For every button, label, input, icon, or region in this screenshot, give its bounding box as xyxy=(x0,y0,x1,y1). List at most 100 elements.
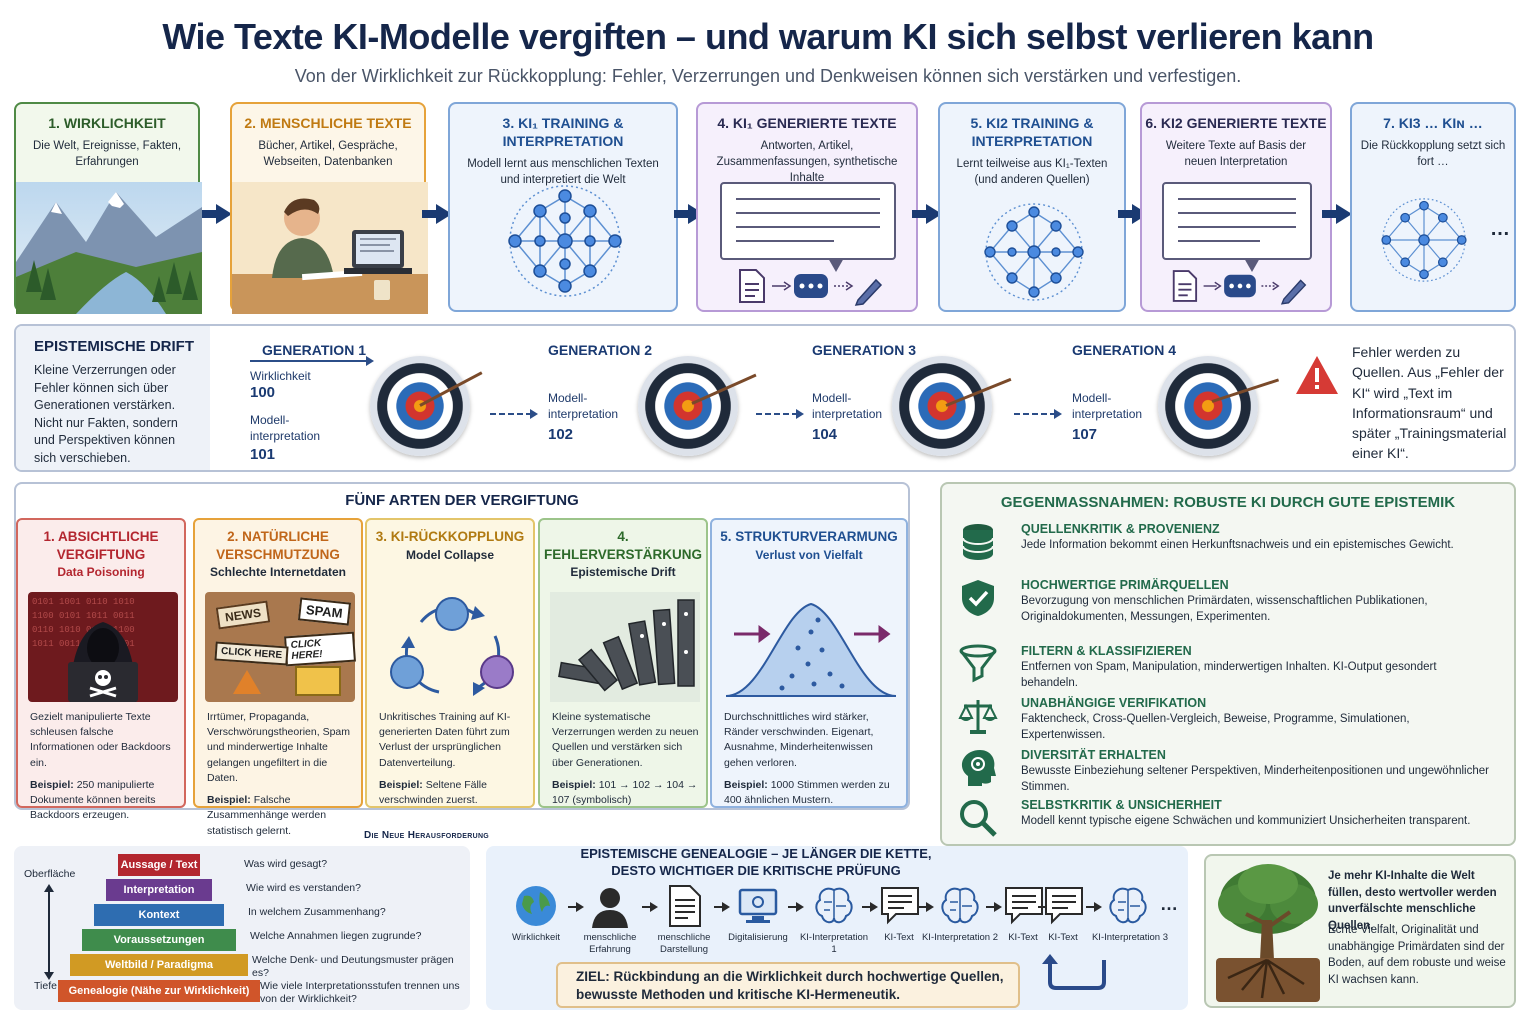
card-subtitle: Verlust von Vielfalt xyxy=(755,547,863,562)
tree-text: Echte Vielfalt, Originalität und unabhän… xyxy=(1328,924,1506,987)
pyramid-question: Wie viele Interpretationsstufen trennen … xyxy=(260,980,460,1006)
card-title: 3. KI-RÜCKKOPPLUNG xyxy=(375,529,525,544)
chain-step-text: Lernt teilweise aus KI₁-Texten (und ande… xyxy=(956,158,1108,187)
click-here-badge: CLICK HERE! xyxy=(284,631,356,667)
generation-4-model-value: 107 xyxy=(1072,426,1098,443)
poisoning-card-natural: 2. NATÜRLICHE VERSCHMUTZUNG Schlechte In… xyxy=(193,518,363,837)
poisoning-types-title: FÜNF ARTEN DER VERGIFTUNG xyxy=(345,492,579,509)
bell-curve-icon xyxy=(725,602,897,697)
goal-text: Rückbindung an die Wirklichkeit durch ho… xyxy=(576,969,1004,1003)
page-title: Wie Texte KI-Modelle vergiften – und war… xyxy=(162,16,1374,57)
news-badge: NEWS xyxy=(215,600,271,630)
card-description: Durchschnittliches wird stärker, Ränder … xyxy=(724,710,898,808)
generation-4-model-label: Modell-interpretation xyxy=(1072,391,1143,422)
shield-check-icon xyxy=(962,580,994,616)
new-challenge-heading: Die Neue Herausforderung xyxy=(364,830,490,841)
chain-step-ai1-texts: 4. KI₁ GENERIERTE TEXTE Antworten, Artik… xyxy=(696,102,918,312)
chain-arrow xyxy=(1322,204,1352,224)
pyramid-question: Welche Denk- und Deutungsmuster prägen e… xyxy=(252,954,454,980)
pyramid-layer: Kontext xyxy=(94,904,224,926)
drift-title: EPISTEMISCHE DRIFT xyxy=(34,338,195,355)
countermeasure-title: QUELLENKRITIK & PROVENIENZ xyxy=(1021,522,1220,536)
chain-step-ai2-texts: 6. KI2 GENERIERTE TEXTE Weitere Texte au… xyxy=(1140,102,1332,312)
countermeasure-text: Bewusste Einbeziehung seltener Perspekti… xyxy=(1021,765,1489,793)
tree-icon xyxy=(1216,864,1320,1002)
card-description: Unkritisches Training auf KI-generierten… xyxy=(379,710,529,808)
drift-intro xyxy=(16,326,210,470)
click-here-badge: CLICK HERE xyxy=(214,641,289,666)
neural-network-icon xyxy=(1381,198,1467,282)
card-description: Gezielt manipulierte Texte schleusen fal… xyxy=(30,710,180,824)
chain-step-text: Bücher, Artikel, Gespräche, Webseiten, D… xyxy=(258,140,398,169)
countermeasure-text: Faktencheck, Cross-Quellen-Vergleich, Be… xyxy=(1021,713,1410,741)
depth-axis-down-arrowhead xyxy=(44,972,54,980)
chain-arrow xyxy=(202,204,232,224)
generation-3-model-label: Modell-interpretation xyxy=(812,391,883,422)
chain-step-ai2-training: 5. KI2 TRAINING & INTERPRETATION Lernt t… xyxy=(938,102,1126,312)
genealogy-arrow xyxy=(1086,902,1102,912)
person-icon xyxy=(592,888,628,928)
neural-network-icon xyxy=(508,185,622,297)
card-example: Beispiel: 1000 Stimmen werden zu 400 ähn… xyxy=(724,778,898,808)
ellipsis: … xyxy=(1490,218,1510,240)
card-example-label: Beispiel: xyxy=(379,778,423,791)
countermeasures-title: GEGENMASSNAHMEN: ROBUSTE KI DURCH GUTE E… xyxy=(1000,494,1456,511)
chain-step-text: Modell lernt aus menschlichen Texten und… xyxy=(467,158,659,187)
card-description: Kleine systematische Verzerrungen werden… xyxy=(552,710,702,808)
card-subtitle: Schlechte Internetdaten xyxy=(209,565,347,580)
neural-network-icon xyxy=(984,203,1084,301)
card-example: Beispiel: 250 manipulierte Dokumente kön… xyxy=(30,778,180,824)
brain-icon xyxy=(941,887,979,924)
chain-step-title: 3. KI₁ TRAINING & INTERPRETATION xyxy=(502,115,624,150)
chain-step-ai3-n: 7. KI3 … KIɴ … Die Rückkopplung setzt si… xyxy=(1350,102,1516,312)
chain-step-title: 7. KI3 … KIɴ … xyxy=(1383,115,1483,131)
card-description-text: Kleine systematische Verzerrungen werden… xyxy=(552,711,699,769)
card-subtitle: Model Collapse xyxy=(405,547,494,562)
spam-news-illustration: NEWS SPAM CLICK HERE! CLICK HERE xyxy=(205,592,356,702)
chat-document-icon xyxy=(1045,887,1083,925)
head-icon xyxy=(961,750,996,786)
epistemic-drift-panel: EPISTEMISCHE DRIFT Kleine Verzerrungen o… xyxy=(14,324,1516,472)
envelope-icon xyxy=(295,666,341,696)
genealogy-step-label: KI-Interpretation 3 xyxy=(1091,932,1169,943)
chain-step-reality: 1. WIRKLICHKEIT Die Welt, Ereignisse, Fa… xyxy=(14,102,202,314)
genealogy-step-label: KI-Text xyxy=(1008,932,1038,943)
generation-2-model-value: 102 xyxy=(548,426,574,443)
card-title: 1. ABSICHTLICHE VERGIFTUNG xyxy=(43,529,159,562)
interpretation-pyramid-panel: Oberfläche Tiefe Aussage / Text Interpre… xyxy=(14,846,470,1010)
chain-step-text: Antworten, Artikel, Zusammenfassungen, s… xyxy=(716,140,898,185)
chain-step-text: Die Welt, Ereignisse, Fakten, Erfahrunge… xyxy=(32,140,182,169)
loop-arrow-icon xyxy=(1042,954,1106,990)
genealogy-title-line1: EPISTEMISCHE GENEALOGIE – JE LÄNGER DIE … xyxy=(580,846,932,861)
card-description-text: Durchschnittliches wird stärker, Ränder … xyxy=(724,711,874,769)
genealogy-step-label: KI-Text xyxy=(1048,932,1078,943)
genealogy-step-label: Wirklichkeit xyxy=(511,932,561,943)
depth-label: Tiefe xyxy=(34,980,57,992)
generation-2-model-label: Modell-interpretation xyxy=(548,391,619,422)
card-example-label: Beispiel: xyxy=(724,778,768,791)
database-icon xyxy=(962,524,994,560)
target-icon xyxy=(638,356,738,456)
genealogy-step-label: menschliche Darstellung xyxy=(657,932,711,955)
pyramid-question: Was wird gesagt? xyxy=(244,858,328,870)
genealogy-step-label: KI-Text xyxy=(884,932,914,943)
poisoning-card-amplification: 4. FEHLERVERSTÄRKUNG Epistemische Drift … xyxy=(538,518,708,808)
poisoning-card-intentional: 1. ABSICHTLICHE VERGIFTUNG Data Poisonin… xyxy=(16,518,186,821)
svg-text:0110 1010 0101 1100: 0110 1010 0101 1100 xyxy=(32,625,135,635)
pyramid-question: Welche Annahmen liegen zugrunde? xyxy=(250,930,422,942)
chain-step-text: Die Rückkopplung setzt sich fort … xyxy=(1360,140,1506,169)
countermeasure-title: HOCHWERTIGE PRIMÄRQUELLEN xyxy=(1021,578,1229,592)
genealogy-step-label: KI-Interpretation 2 xyxy=(921,932,999,943)
genealogy-arrow xyxy=(918,902,934,912)
pyramid-question: Wie wird es verstanden? xyxy=(246,882,361,894)
card-subtitle: Data Poisoning xyxy=(57,565,145,580)
chain-step-ai1-training: 3. KI₁ TRAINING & INTERPRETATION Modell … xyxy=(448,102,678,312)
svg-text:1100 0101 1011 0011: 1100 0101 1011 0011 xyxy=(32,611,135,621)
document-chat-pen-icon xyxy=(739,269,883,306)
card-example-text: 101 → 102 → 104 → 107 (symbolisch) xyxy=(552,778,698,807)
genealogy-arrow xyxy=(862,902,878,912)
page-subtitle: Von der Wirklichkeit zur Rückkopplung: F… xyxy=(294,66,1242,86)
writing-person-illustration xyxy=(232,182,428,314)
chain-step-title: 2. MENSCHLICHE TEXTE xyxy=(244,115,412,131)
